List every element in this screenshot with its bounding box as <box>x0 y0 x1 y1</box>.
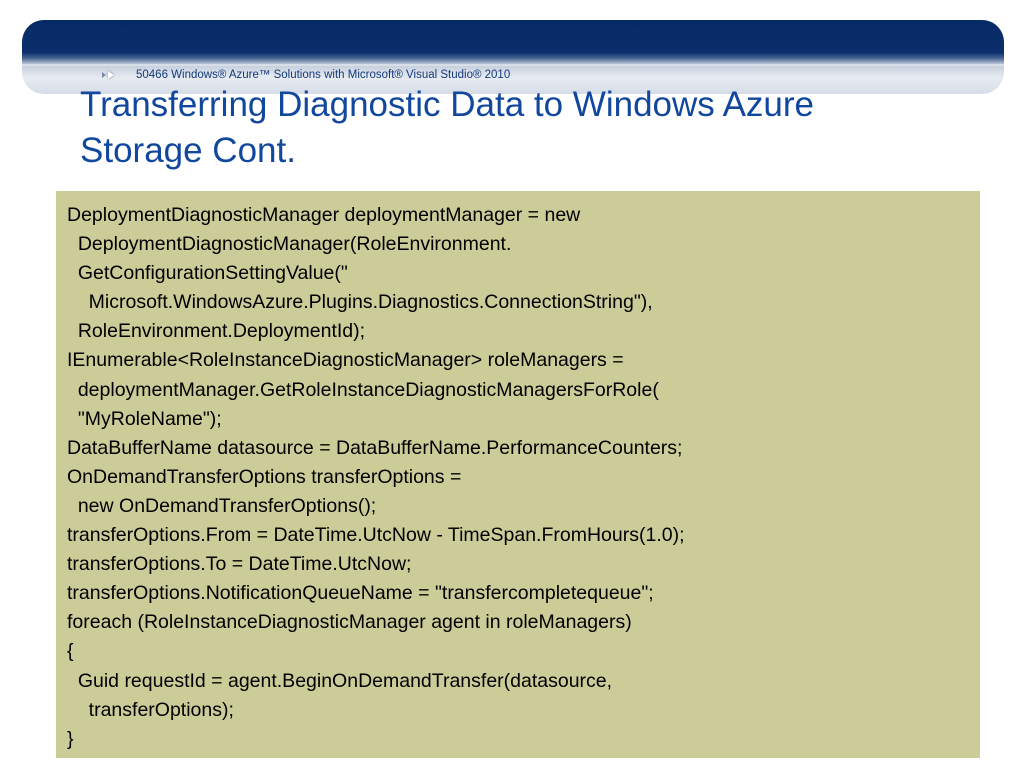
code-box: DeploymentDiagnosticManager deploymentMa… <box>56 191 980 758</box>
code-line: Guid requestId = agent.BeginOnDemandTran… <box>67 669 613 692</box>
code-line: RoleEnvironment.DeploymentId); <box>67 320 366 343</box>
code-line: OnDemandTransferOptions transferOptions … <box>67 465 462 488</box>
bullet-arrows-icon <box>102 71 114 79</box>
code-line: Microsoft.WindowsAzure.Plugins.Diagnosti… <box>67 291 653 314</box>
header-banner <box>22 20 1004 94</box>
code-line: { <box>67 640 74 663</box>
course-line: 50466 Windows® Azure™ Solutions with Mic… <box>102 67 510 83</box>
code-line: new OnDemandTransferOptions(); <box>67 494 377 517</box>
code-line: foreach (RoleInstanceDiagnosticManager a… <box>67 611 632 634</box>
code-lines: DeploymentDiagnosticManager deploymentMa… <box>67 201 685 754</box>
code-line: DeploymentDiagnosticManager(RoleEnvironm… <box>67 233 512 256</box>
code-line: deploymentManager.GetRoleInstanceDiagnos… <box>67 378 659 401</box>
banner-shine <box>22 64 1004 66</box>
code-line: DataBufferName datasource = DataBufferNa… <box>67 436 683 459</box>
code-line: } <box>67 727 74 750</box>
arrow-icon <box>108 71 114 79</box>
code-line: IEnumerable<RoleInstanceDiagnosticManage… <box>67 349 624 372</box>
code-line: "MyRoleName"); <box>67 407 222 430</box>
code-line: DeploymentDiagnosticManager deploymentMa… <box>67 204 581 226</box>
course-title: 50466 Windows® Azure™ Solutions with Mic… <box>136 69 511 81</box>
code-line: transferOptions.NotificationQueueName = … <box>67 582 654 605</box>
code-line: GetConfigurationSettingValue(" <box>67 262 348 285</box>
code-line: transferOptions); <box>67 698 234 721</box>
slide-title: Transferring Diagnostic Data to Windows … <box>80 85 815 170</box>
code-line: transferOptions.From = DateTime.UtcNow -… <box>67 524 685 547</box>
code-line: transferOptions.To = DateTime.UtcNow; <box>67 553 412 576</box>
small-arrow-icon <box>102 72 106 78</box>
